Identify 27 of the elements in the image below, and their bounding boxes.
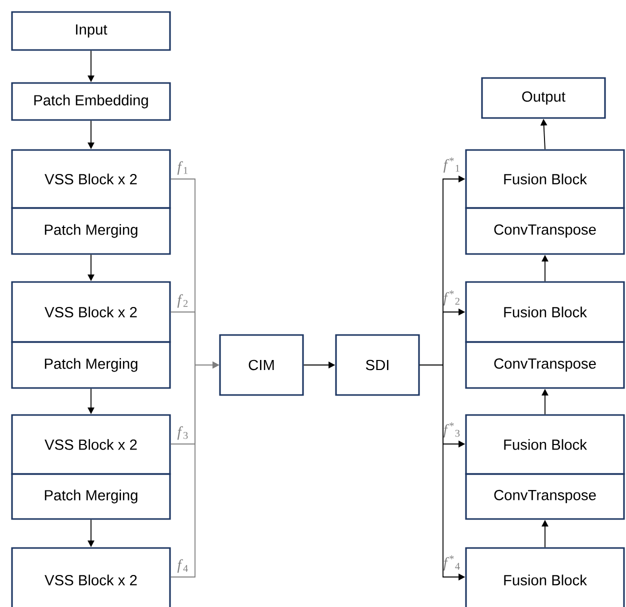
edge-label: f$_{4}$ [177, 559, 188, 573]
process-box: ConvTranspose [465, 473, 625, 520]
process-box: Patch Embedding [11, 82, 171, 121]
edge-label: f$_{2}$ [177, 294, 188, 308]
process-box: Input [11, 11, 171, 51]
process-box: VSS Block x 2 [11, 547, 171, 607]
edge-label: f$^{*}$2 [443, 290, 460, 306]
process-box: Fusion Block [465, 281, 625, 343]
process-box: VSS Block x 2 [11, 281, 171, 343]
module-box: CIM [219, 334, 304, 396]
process-box: Patch Merging [11, 207, 171, 255]
module-box: SDI [335, 334, 420, 396]
process-box: VSS Block x 2 [11, 149, 171, 209]
edge-label: f$_{1}$ [177, 161, 188, 175]
process-box: ConvTranspose [465, 207, 625, 255]
process-box: VSS Block x 2 [11, 414, 171, 475]
process-box: Fusion Block [465, 149, 625, 209]
process-box: Output [481, 77, 606, 119]
edge-label: f$^{*}$4 [443, 555, 460, 571]
edge-label: f$_{3}$ [177, 426, 188, 440]
process-box: Fusion Block [465, 547, 625, 607]
process-box: Patch Merging [11, 341, 171, 389]
process-box: Fusion Block [465, 414, 625, 475]
edge-label: f$^{*}$1 [443, 157, 460, 173]
process-box: Patch Merging [11, 473, 171, 520]
edge-label: f$^{*}$3 [443, 422, 460, 438]
process-box: ConvTranspose [465, 341, 625, 389]
